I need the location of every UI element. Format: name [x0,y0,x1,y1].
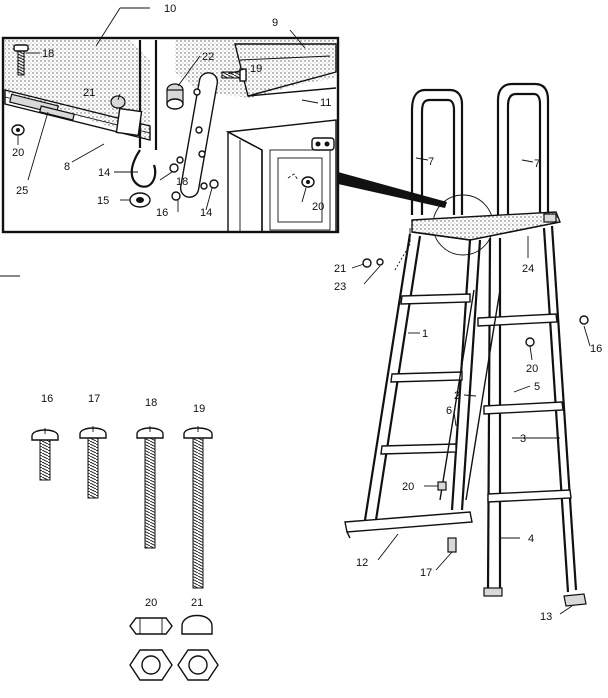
part-label-2: 2 [454,390,460,402]
part-label-20b: 20 [312,201,324,213]
part-label-22: 22 [202,51,214,63]
part-label-18c: 18 [145,397,157,409]
part-label-8: 8 [64,161,70,173]
part-label-24: 24 [522,263,534,275]
part-label-25: 25 [16,185,28,197]
part-label-7a: 7 [428,156,434,168]
part-label-19b: 19 [193,403,205,415]
part-label-20c: 20 [526,363,538,375]
part-label-20: 20 [12,147,24,159]
part-label-19: 19 [250,63,262,75]
part-label-20d: 20 [402,481,414,493]
part-label-17: 17 [420,567,432,579]
part-label-14b: 14 [200,207,212,219]
part-label-23: 23 [334,281,346,293]
part-label-12: 12 [356,557,368,569]
part-label-7b: 7 [534,158,540,170]
part-label-20e: 20 [145,597,157,609]
part-label-1: 1 [422,328,428,340]
part-label-16c: 16 [41,393,53,405]
part-label-14: 14 [98,167,110,179]
part-label-6: 6 [446,405,452,417]
part-label-3: 3 [520,433,526,445]
part-label-5: 5 [534,381,540,393]
part-label-17b: 17 [88,393,100,405]
ladder-assembly [344,82,591,615]
part-label-9: 9 [272,17,278,29]
part-label-13: 13 [540,611,552,623]
part-label-21b: 21 [334,263,346,275]
hardware-parts [0,275,219,681]
part-label-4: 4 [528,533,534,545]
part-label-21: 21 [83,87,95,99]
part-label-18: 18 [42,48,54,60]
part-label-16b: 16 [590,343,602,355]
part-label-21c: 21 [191,597,203,609]
detail-inset [1,7,340,234]
part-label-16: 16 [156,207,168,219]
part-label-18b: 18 [176,176,188,188]
callout-wedge [338,172,447,208]
part-label-15: 15 [97,195,109,207]
part-label-10: 10 [164,3,176,15]
part-labels: 10 9 18 22 19 11 21 20 8 14 18 25 15 16 … [12,3,602,623]
part-label-11: 11 [320,97,331,109]
